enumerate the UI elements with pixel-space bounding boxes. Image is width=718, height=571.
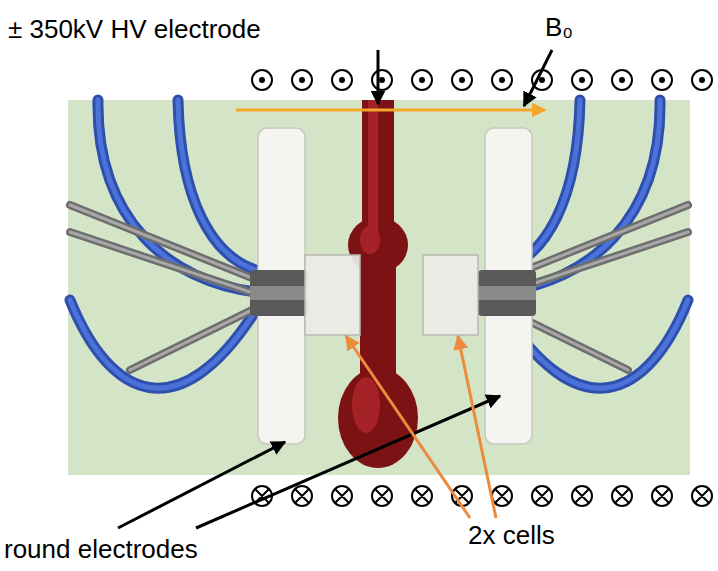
field-out-symbol bbox=[492, 70, 512, 90]
electrode-stem bbox=[362, 100, 394, 230]
fitting-band bbox=[250, 286, 308, 300]
field-dot bbox=[379, 77, 385, 83]
blue-tube bbox=[70, 300, 256, 388]
field-label: B₀ bbox=[545, 12, 573, 42]
cell-fitting bbox=[478, 270, 536, 316]
rod-highlight bbox=[70, 232, 262, 296]
leader-arrow bbox=[118, 442, 285, 528]
field-out-symbol bbox=[692, 70, 712, 90]
field-in-row bbox=[252, 486, 712, 506]
field-out-symbol bbox=[252, 70, 272, 90]
grey-rod bbox=[130, 305, 262, 370]
field-out-symbol bbox=[452, 70, 472, 90]
field-dot bbox=[539, 77, 545, 83]
tube-highlight bbox=[98, 100, 256, 292]
field-dot bbox=[659, 77, 665, 83]
grey-rod bbox=[70, 232, 262, 296]
field-dot bbox=[459, 77, 465, 83]
field-dot bbox=[299, 77, 305, 83]
field-dot bbox=[259, 77, 265, 83]
field-out-symbol bbox=[572, 70, 592, 90]
rendering-background bbox=[68, 100, 690, 475]
electrode-highlight bbox=[352, 377, 380, 433]
leader-arrow bbox=[524, 50, 552, 106]
cell-fitting bbox=[250, 270, 308, 316]
tube-highlight bbox=[178, 100, 256, 270]
leader-arrow bbox=[196, 396, 500, 528]
part-label: round electrodes bbox=[4, 534, 198, 564]
cell bbox=[305, 255, 360, 335]
part-label: ± 350kV HV electrode bbox=[8, 14, 261, 44]
rod-highlight bbox=[130, 305, 262, 370]
rod-highlight bbox=[70, 205, 262, 282]
field-dot bbox=[419, 77, 425, 83]
field-out-symbol bbox=[292, 70, 312, 90]
field-cross bbox=[255, 489, 709, 503]
field-direction-arrow bbox=[236, 109, 545, 112]
tube-highlight bbox=[70, 300, 256, 388]
fitting-band bbox=[478, 286, 536, 300]
field-out-row bbox=[252, 70, 712, 90]
electrode-highlight bbox=[368, 100, 378, 230]
field-dot bbox=[579, 77, 585, 83]
electrode-highlight bbox=[360, 226, 380, 254]
field-dot bbox=[339, 77, 345, 83]
field-dot bbox=[619, 77, 625, 83]
blue-tube bbox=[178, 100, 256, 270]
field-out-symbol bbox=[332, 70, 352, 90]
leader-arrow bbox=[458, 336, 496, 518]
field-dot bbox=[699, 77, 705, 83]
leader-arrow bbox=[346, 336, 470, 518]
cell bbox=[423, 255, 478, 335]
field-out-symbol bbox=[652, 70, 672, 90]
field-out-symbol bbox=[612, 70, 632, 90]
field-out-symbol bbox=[372, 70, 392, 90]
field-out-dots bbox=[259, 77, 705, 83]
part-label: 2x cells bbox=[468, 520, 555, 550]
field-dot bbox=[499, 77, 505, 83]
leader-arrow bbox=[377, 50, 380, 104]
blue-tube bbox=[98, 100, 256, 292]
field-out-symbol bbox=[412, 70, 432, 90]
